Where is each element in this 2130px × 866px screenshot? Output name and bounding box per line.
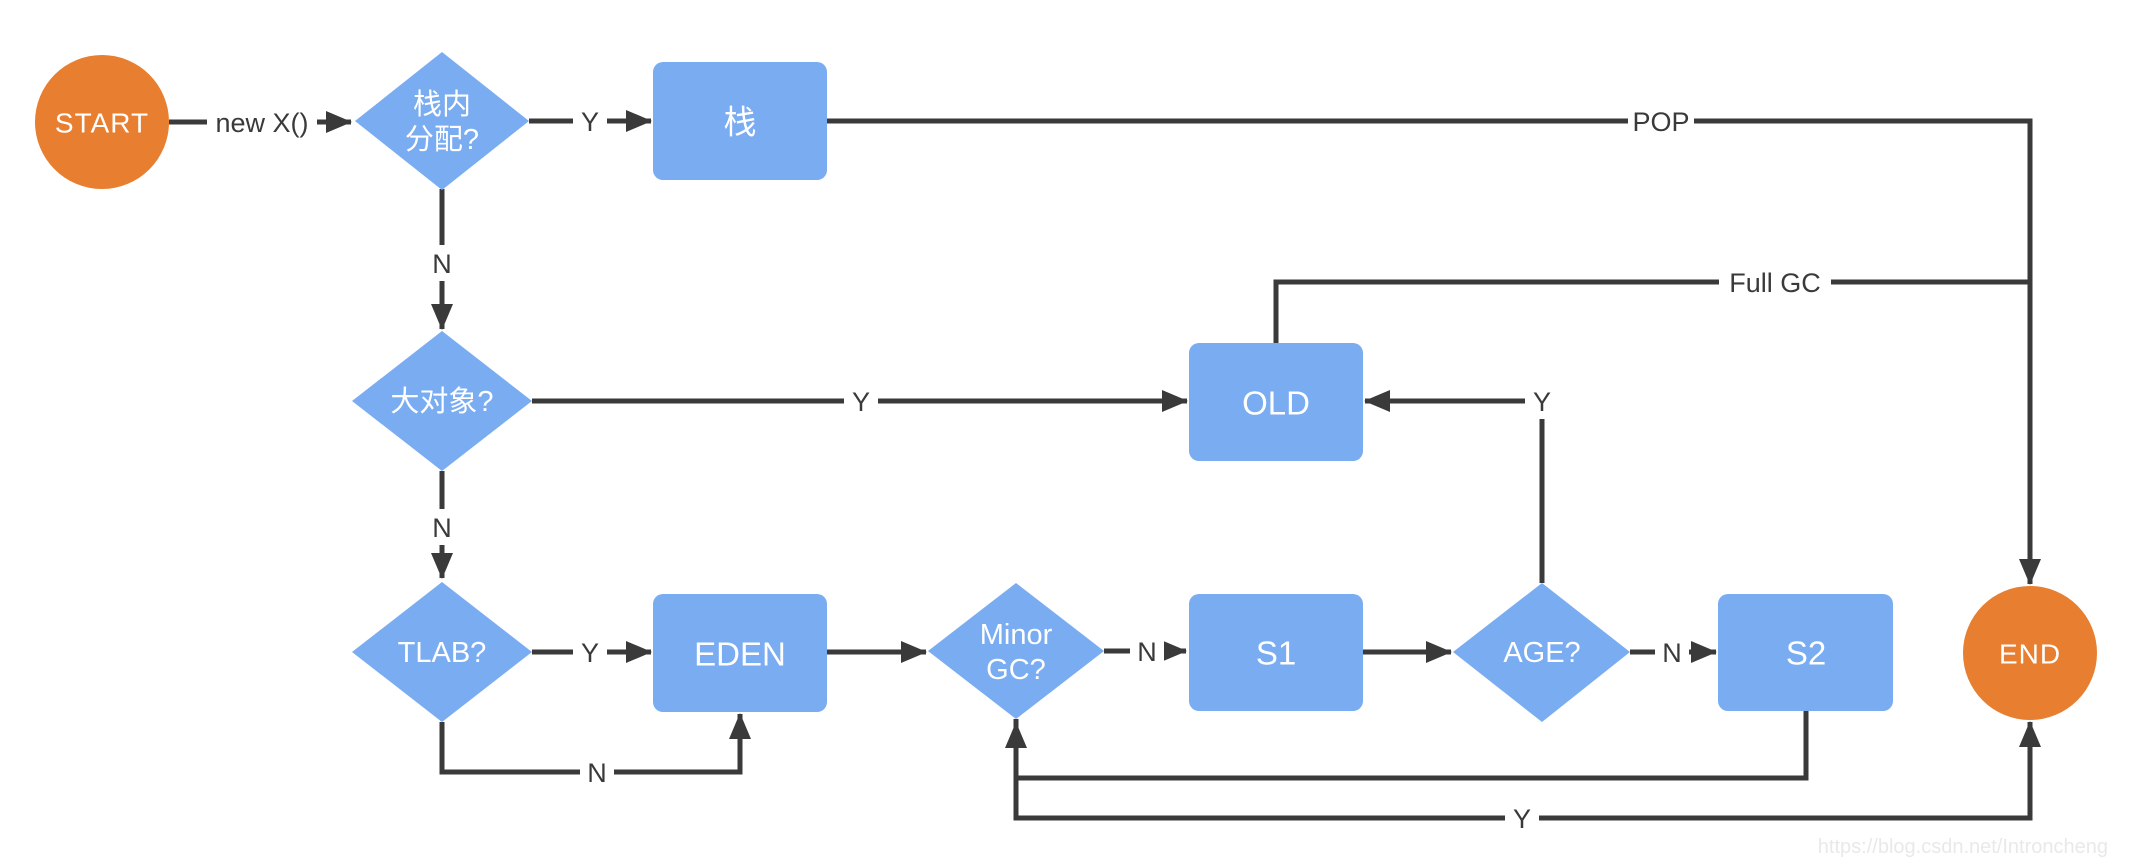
label-bg (580, 754, 614, 790)
watermark-url: https://blog.csdn.net/Introncheng (1818, 836, 2108, 858)
node-big-object-decision: 大对象? (352, 331, 532, 471)
end-terminal-shape (1963, 586, 2097, 720)
tlab-label: TLAB? (398, 637, 487, 669)
stack-alloc-diamond-shape (355, 52, 529, 190)
minor-gc-label-line1: Minor (980, 619, 1053, 651)
minor-gc-label-line2: GC? (986, 654, 1046, 686)
node-start: START (35, 55, 169, 189)
stack-alloc-label-line1: 栈内 (413, 88, 471, 121)
node-tlab-decision: TLAB? (352, 582, 532, 722)
label-bg (425, 245, 459, 281)
old-box-shape (1189, 343, 1363, 461)
edge-label-tlab-no: N (587, 758, 607, 788)
s2-box-shape (1718, 594, 1893, 711)
label-bg (573, 634, 607, 670)
edge-label-big-object-yes: Y (852, 387, 870, 417)
edge-label-tlab-yes: Y (581, 638, 599, 668)
node-stack-alloc-decision: 栈内 分配? (355, 52, 529, 190)
node-s2: S2 (1718, 594, 1893, 711)
stack-box-shape (653, 62, 827, 180)
label-bg (1628, 103, 1694, 139)
start-label: START (55, 108, 149, 139)
label-bg (1130, 633, 1164, 669)
edge-label-stack-alloc-no: N (432, 249, 452, 279)
edge-s2-loop-to-minor-gc (1005, 711, 1809, 781)
node-stack: 栈 (653, 62, 827, 180)
node-s1: S1 (1189, 594, 1363, 711)
edge-label-new-x: new X() (215, 108, 308, 138)
edge-label-full-gc: Full GC (1729, 268, 1821, 298)
eden-label: EDEN (694, 636, 786, 673)
label-bg (425, 509, 459, 545)
nodes: START 栈内 分配? 栈 大对象? OLD TLAB? (35, 52, 2097, 722)
s2-label: S2 (1786, 635, 1826, 672)
big-object-diamond-shape (352, 331, 532, 471)
node-old: OLD (1189, 343, 1363, 461)
node-end: END (1963, 586, 2097, 720)
edge-label-stack-alloc-yes: Y (581, 107, 599, 137)
edge-label-pop: POP (1632, 107, 1689, 137)
stack-label: 栈 (724, 104, 757, 141)
s1-label: S1 (1256, 635, 1296, 672)
edge-label-age-yes: Y (1533, 387, 1551, 417)
minor-gc-diamond-shape (928, 583, 1104, 719)
edge-label-big-object-no: N (432, 513, 452, 543)
tlab-diamond-shape (352, 582, 532, 722)
node-eden: EDEN (653, 594, 827, 712)
edge-labels: new X() Y POP N Y Full GC N Y N N Y N Y (207, 103, 1831, 836)
label-bg (1655, 634, 1689, 670)
edge-label-minor-gc-yes: Y (1513, 804, 1531, 834)
s1-box-shape (1189, 594, 1363, 711)
label-bg (573, 103, 607, 139)
eden-box-shape (653, 594, 827, 712)
big-object-label: 大对象? (390, 385, 493, 418)
node-minor-gc-decision: Minor GC? (928, 583, 1104, 719)
edge-label-age-no: N (1662, 638, 1682, 668)
edge-label-minor-gc-no: N (1137, 637, 1157, 667)
end-label: END (1999, 639, 2061, 670)
label-bg (1525, 383, 1559, 419)
node-age-decision: AGE? (1453, 583, 1630, 722)
edge-stack-pop-to-end (827, 118, 2041, 585)
label-bg (844, 383, 878, 419)
label-bg (207, 104, 317, 140)
edge-age-yes-to-old (1364, 390, 1545, 583)
age-label: AGE? (1503, 637, 1580, 669)
label-bg (1719, 264, 1831, 300)
old-label: OLD (1242, 385, 1310, 422)
edge-old-full-gc-to-end (1273, 279, 2030, 343)
start-terminal-shape (35, 55, 169, 189)
label-bg (1505, 800, 1539, 836)
age-diamond-shape (1453, 583, 1630, 722)
stack-alloc-label-line2: 分配? (405, 124, 479, 156)
